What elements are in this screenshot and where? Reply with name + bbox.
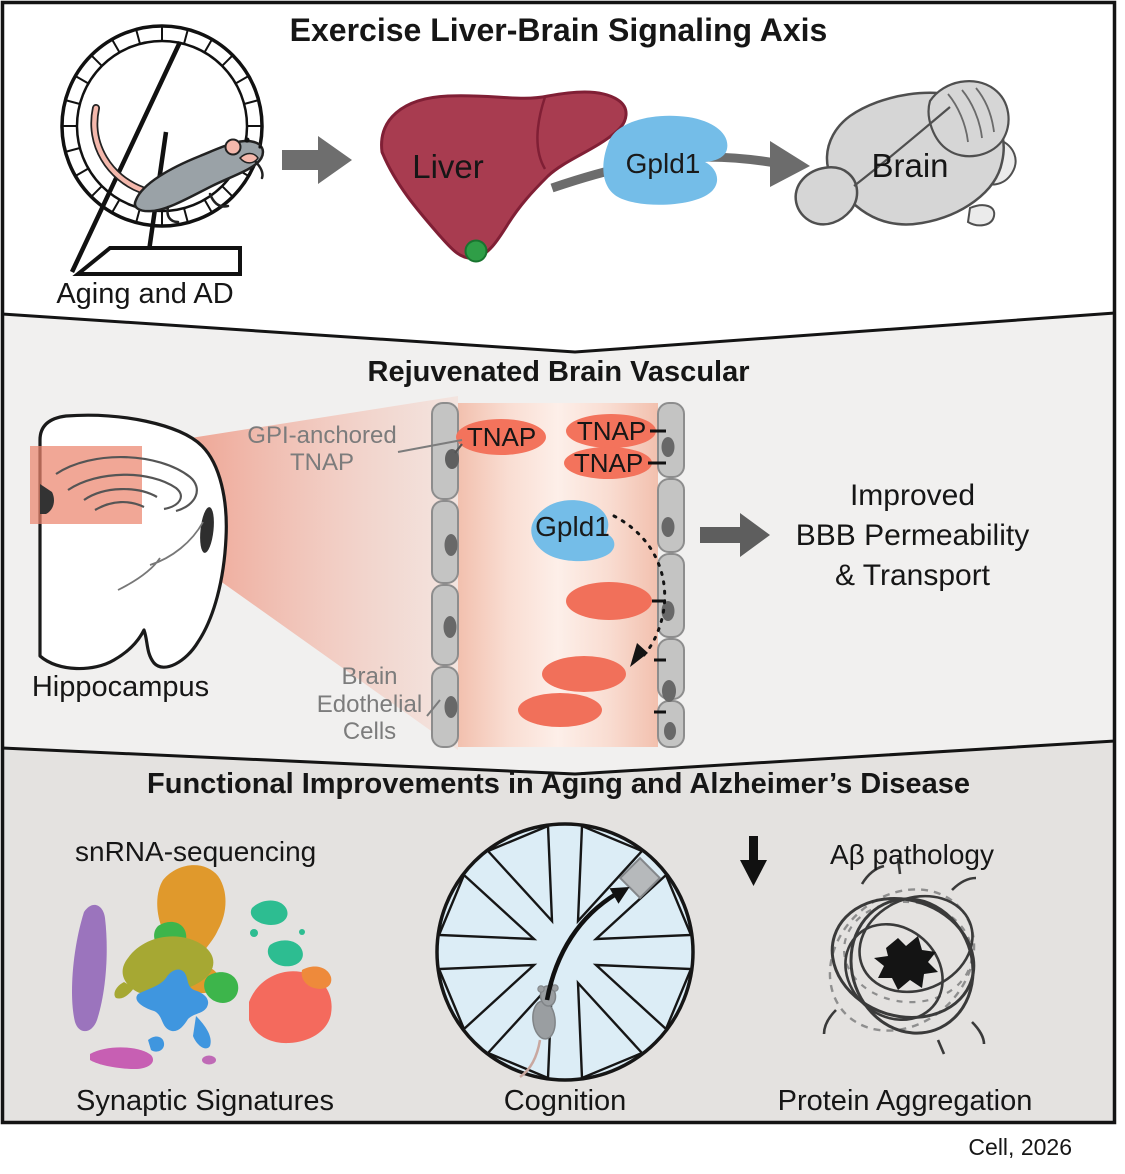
gpld1-blob-middle (531, 500, 615, 562)
middle-panel-title: Rejuvenated Brain Vascular (367, 356, 750, 388)
umap-plot-icon (72, 865, 332, 1069)
tnap-oval-left (456, 419, 546, 455)
cognition-caption: Cognition (503, 1085, 627, 1117)
amyloid-plaque-icon (822, 857, 986, 1055)
endothelial-wall-right (657, 402, 685, 748)
snrna-seq-label: snRNA-sequencing (75, 836, 317, 867)
flow-arrow-exercise-to-liver (282, 136, 352, 184)
tnap-ovals (454, 414, 666, 479)
endothelial-wall-left (431, 402, 459, 748)
gpi-label-leader-line (397, 439, 463, 453)
tnap-oval-right-1 (566, 414, 656, 448)
maze-path-arrow (544, 887, 630, 1001)
flow-arrow-bbb-outcome (700, 513, 770, 557)
tnap-label-right-2: TNAP (573, 448, 644, 478)
barnes-maze-icon (435, 822, 695, 1082)
gallbladder-dot (464, 239, 488, 263)
panel-divider-2 (1, 739, 1116, 776)
wheel-mouse-icon (90, 104, 265, 224)
gpld1-blob-top (603, 115, 728, 205)
top-panel-title: Exercise Liver-Brain Signaling Axis (289, 12, 828, 48)
brain-icon (794, 80, 1017, 227)
liver-icon (380, 90, 628, 263)
endothelial-label-leader-line (426, 699, 441, 717)
journal-credit: Cell, 2026 (968, 1134, 1072, 1160)
abeta-down-arrow-icon (740, 836, 767, 886)
gpi-anchored-tnap-label: GPI-anchored TNAP (247, 422, 397, 476)
dotted-transport-arrow (612, 514, 667, 661)
protein-aggregation-caption: Protein Aggregation (777, 1085, 1033, 1117)
dotted-arrowhead (630, 643, 648, 667)
gpld1-label-top: Gpld1 (625, 148, 701, 179)
maze-target-diamond (618, 856, 662, 900)
tnap-label-left: TNAP (466, 422, 537, 452)
free-tnap-ovals (518, 582, 666, 727)
figure-border (0, 0, 1117, 1125)
hippocampus-caption: Hippocampus (31, 671, 210, 703)
bbb-outcome-text: Improved BBB Permeability & Transport (795, 479, 1030, 592)
panel-divider-1 (1, 311, 1116, 354)
wheel-caption: Aging and AD (56, 278, 234, 310)
brain-label: Brain (871, 147, 949, 184)
synaptic-signatures-caption: Synaptic Signatures (76, 1085, 334, 1117)
top-panel-bg (2, 2, 1115, 352)
gpld1-label-middle: Gpld1 (535, 511, 610, 542)
abeta-pathology-label: Aβ pathology (830, 839, 994, 870)
hippocampus-section-icon (30, 413, 228, 671)
bottom-panel-title: Functional Improvements in Aging and Alz… (147, 768, 970, 800)
endothelial-cells-label: Brain Edothelial Cells (316, 663, 423, 745)
tnap-oval-right-2 (564, 447, 652, 479)
liver-label: Liver (412, 148, 484, 185)
tnap-label-right-1: TNAP (576, 416, 647, 446)
